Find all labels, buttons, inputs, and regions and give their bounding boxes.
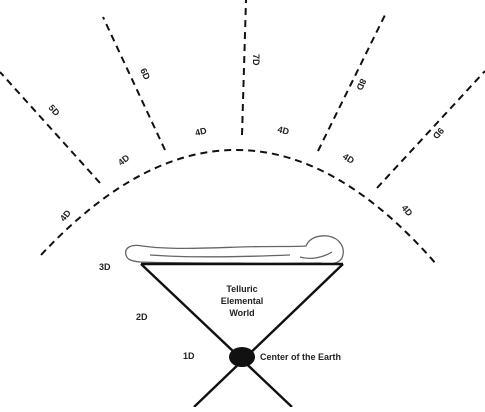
arc-label: 4D (399, 203, 414, 219)
center-of-earth-label: Center of the Earth (260, 352, 341, 362)
triangle-left-edge (140, 263, 293, 408)
ray-9d (376, 70, 485, 189)
level-label-3d: 3D (99, 262, 111, 272)
ray-5d (0, 71, 101, 184)
ray-7d (241, 0, 247, 136)
ray-8d (317, 14, 386, 152)
arc-label: 4D (116, 152, 132, 167)
ray-label: 7D (251, 54, 261, 66)
triangle-right-edge (193, 263, 344, 408)
arc-label: 4D (58, 208, 73, 224)
fourth-dimension-arc (40, 148, 438, 266)
ray-label: 9D (430, 126, 445, 142)
triangle-text-line: World (229, 308, 254, 318)
arc-label: 4D (194, 125, 208, 138)
ray-6d (102, 16, 166, 151)
level-label-1d: 1D (183, 351, 195, 361)
triangle-text-line: Elemental (221, 296, 264, 306)
lying-body-outline (125, 235, 344, 265)
ray-label: 5D (47, 103, 62, 119)
arc-label: 4D (277, 124, 291, 137)
triangle-text-line: Telluric (226, 284, 257, 294)
ray-label: 6D (138, 67, 152, 82)
earth-center-dot (229, 347, 255, 367)
ray-label: 8D (354, 77, 368, 92)
arc-label: 4D (341, 151, 356, 166)
level-label-2d: 2D (136, 312, 148, 322)
